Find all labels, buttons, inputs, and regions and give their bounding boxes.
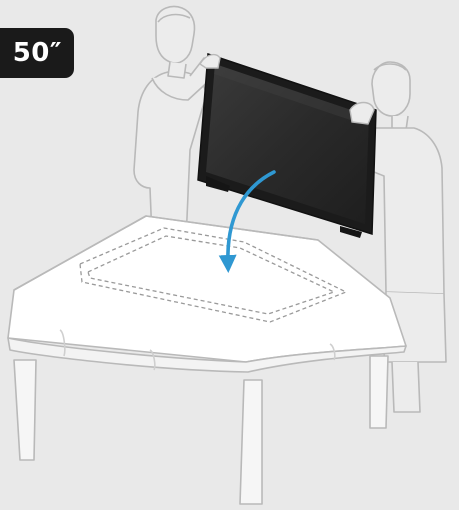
- table: [8, 216, 406, 504]
- television: [198, 54, 376, 238]
- size-badge: 50″: [0, 28, 74, 78]
- size-label: 50″: [13, 38, 62, 68]
